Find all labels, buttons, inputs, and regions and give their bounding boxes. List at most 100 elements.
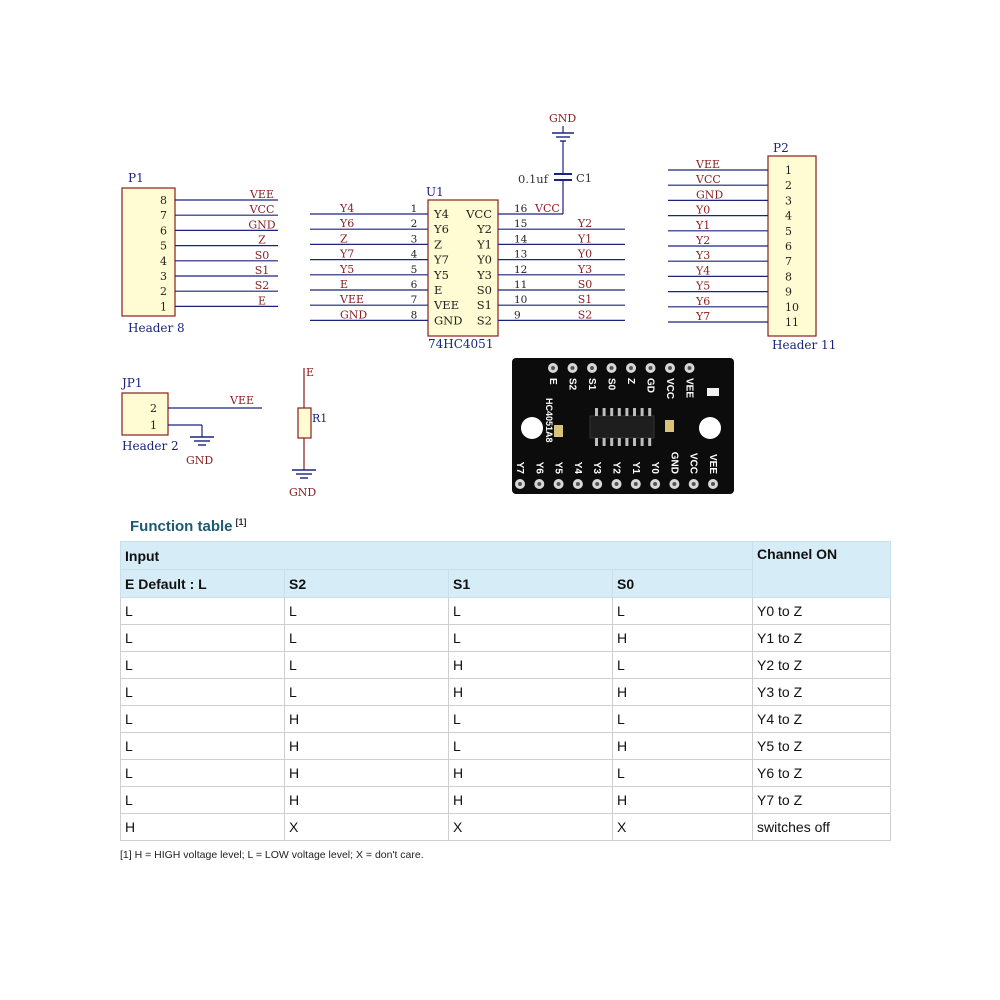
u1-right-pin-num: 10 [514,294,527,306]
table-cell: H [611,678,754,706]
pcb-silk-text: HC4051A8 [544,398,554,443]
pcb-bottom-label: Y4 [572,462,583,475]
pcb-bottom-label: Y2 [611,462,622,475]
u1-left-pin-num: 1 [411,203,418,215]
pcb-top-label: E [547,378,558,385]
channel-on-header: Channel ON [752,541,892,598]
table-cell: H [448,678,613,706]
table-cell: Y7 to Z [752,786,892,814]
table-cell: H [284,786,449,814]
p2-pin-num: 10 [785,301,799,314]
cap-gnd-label: GND [549,112,576,125]
table-cell: L [448,732,613,760]
u1-right-pin-label: S0 [477,283,492,297]
pcb-top-label: VEE [684,378,695,398]
table-cell: L [611,759,754,787]
p2-pin-num: 3 [785,194,792,207]
u1-body [427,199,499,337]
p2-pin-net: Y7 [695,310,710,323]
u1-right-pin-num: 11 [514,279,527,291]
table-cell: H [448,651,613,679]
table-cell: L [611,597,754,625]
cap-ref: C1 [576,171,592,185]
table-cell: L [284,624,449,652]
u1-right-pin-label: VCC [465,207,492,221]
table-cell: Y5 to Z [752,732,892,760]
table-cell: L [448,624,613,652]
u1-left-net: Y5 [339,263,354,276]
table-cell: L [120,597,285,625]
pcb-bottom-label: Y6 [533,462,544,475]
r1-gnd: GND [289,486,316,499]
u1-left-pin-num: 4 [411,249,418,261]
u1-left-net: Z [340,232,348,245]
u1-left-pin-num: 5 [411,264,418,276]
function-table-footnote: [1] H = HIGH voltage level; L = LOW volt… [120,849,424,861]
col-header-s1: S1 [448,569,613,598]
u1-left-net: Y7 [339,248,354,261]
p2-pin-num: 5 [785,225,792,238]
r1-ref: R1 [312,412,327,425]
function-table-title-text: Function table [130,518,233,535]
jp1-gnd: GND [186,454,213,467]
table-cell: H [611,786,754,814]
table-cell: Y0 to Z [752,597,892,625]
p2-pin-num: 7 [785,255,792,268]
table-cell: H [284,705,449,733]
smd-capacitor [554,425,563,437]
p2-pin-num: 2 [785,179,792,192]
u1-ref: U1 [426,185,444,199]
table-cell: L [611,705,754,733]
pcb-top-label: S2 [567,378,578,391]
r1-net: E [306,366,314,379]
mounting-hole [521,417,543,439]
smd-component [707,388,719,396]
table-cell: L [120,786,285,814]
u1-left-pin-label: GND [434,313,462,327]
jp1-name: Header 2 [122,439,179,453]
p1-pin-net: S0 [255,249,270,262]
table-cell: H [284,759,449,787]
p2-pin-num: 4 [785,210,792,223]
jp1-ref: JP1 [120,376,143,390]
pcb-top-label: GD [645,378,656,393]
decoupling-capacitor: GND 0.1uf C1 [518,112,592,215]
table-cell: Y2 to Z [752,651,892,679]
p2-pin-net: VCC [695,173,721,186]
jp1-header: JP1 2 1 VEE Header 2 GND [120,376,262,467]
col-header-s0: S0 [611,569,754,598]
function-table-title-ref: [1] [235,517,247,527]
pcb-top-label: S1 [586,378,597,391]
u1-right-net: S0 [578,278,593,291]
p1-pin-num: 4 [160,255,167,268]
u1-left-pin-label: Y5 [433,268,449,282]
u1-left-net: Y6 [339,217,354,230]
col-header-s2: S2 [284,569,449,598]
r1-body [297,407,312,439]
cap-value: 0.1uf [518,172,549,186]
u1-left-pin-label: VEE [433,298,459,312]
p1-pin-net: S2 [255,279,270,292]
u1-left-pin-label: Z [434,237,442,251]
p2-pin-net: Y0 [695,204,710,217]
p1-pin-net: VCC [249,203,275,216]
p1-pin-num: 3 [160,270,167,283]
u1-right-pin-label: S1 [477,298,492,312]
col-header-e: E Default : L [120,569,285,598]
pcb-bottom-label: Y0 [649,462,660,475]
table-cell: Y4 to Z [752,705,892,733]
p1-pin-num: 2 [160,285,167,298]
pcb-bottom-label: Y5 [553,462,564,475]
u1-right-net: S1 [578,293,593,306]
u1-right-net: Y0 [577,248,592,261]
u1-right-net: S2 [578,308,593,321]
p1-name: Header 8 [128,321,185,335]
u1-right-pin-label: Y3 [476,268,492,282]
table-cell: X [611,813,754,841]
table-cell: H [284,732,449,760]
pcb-bottom-label: VEE [707,454,718,474]
